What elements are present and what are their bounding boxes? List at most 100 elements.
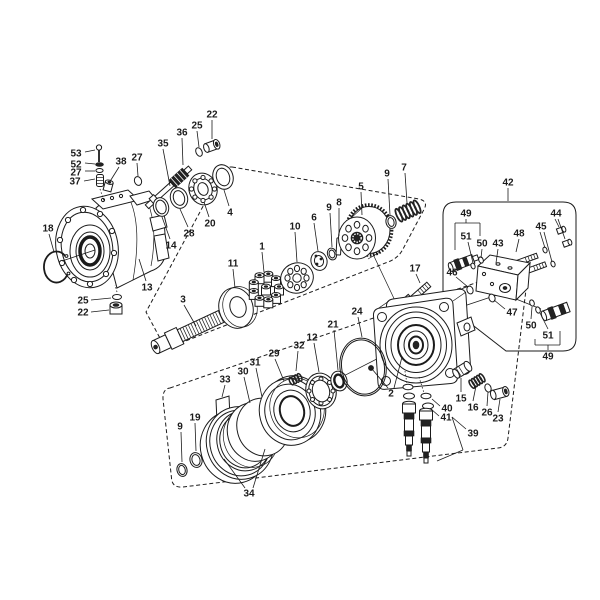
leader-line-25: [196, 130, 200, 148]
part-27-o-ring: [95, 168, 104, 173]
leader-line-51: [467, 241, 474, 264]
part-50-o-ring-b: [529, 299, 535, 307]
leader-line-40: [431, 398, 441, 407]
leader-line-3: [183, 304, 197, 327]
leader-line-5: [360, 191, 363, 216]
part-4-seal-ring: [212, 164, 234, 190]
leader-line-18: [48, 233, 55, 253]
part-callout-46: 46: [446, 268, 458, 279]
part-callout-1: 1: [259, 242, 265, 253]
part-callout-3: 3: [180, 295, 186, 306]
part-10-retainer-plate: [280, 262, 314, 294]
leader-line-11: [232, 268, 236, 289]
part-callout-25: 25: [191, 121, 203, 132]
part-callout-49: 49: [460, 209, 472, 220]
part-9-ring-c: [176, 463, 188, 477]
part-1-piston-set: [248, 270, 284, 309]
part-callout-37: 37: [69, 177, 81, 188]
part-39-relief-valve-right: [419, 407, 433, 464]
leader-line-44: [554, 218, 560, 228]
leader-line-9: [329, 212, 333, 248]
part-callout-10: 10: [289, 222, 301, 233]
part-39-relief-valve-left: [402, 400, 416, 457]
leader-line-19: [194, 422, 197, 452]
leader-line-43: [495, 248, 499, 264]
part-53-bolt: [95, 144, 103, 162]
dotted-install-lines: [99, 188, 425, 394]
part-52-washer: [95, 162, 104, 167]
part-callout-49: 49: [542, 352, 554, 363]
leader-line-39: [436, 449, 464, 462]
part-27-o-ring-b: [133, 176, 143, 186]
part-35-valve-rod: [144, 165, 193, 210]
part-44-plugs: [555, 225, 573, 248]
part-callout-51: 51: [542, 331, 554, 342]
part-43-valve-block: [475, 254, 532, 302]
part-9-ring-b: [385, 215, 397, 229]
leader-line-39: [451, 416, 464, 451]
part-callout-21: 21: [327, 320, 339, 331]
part-callout-53: 53: [70, 149, 82, 160]
leader-line-53: [84, 149, 96, 153]
part-callout-28: 28: [183, 229, 195, 240]
leader-line-33: [221, 384, 226, 398]
part-callout-2: 2: [388, 389, 394, 400]
leader-line-39: [451, 416, 467, 430]
leader-line-21: [333, 329, 339, 371]
leader-line-47: [493, 299, 506, 310]
part-15-plug: [452, 360, 473, 379]
part-37-spring: [96, 174, 104, 187]
part-callout-22: 22: [77, 308, 89, 319]
group-outline-rotating-group: [145, 166, 426, 349]
part-callout-27: 27: [131, 153, 143, 164]
leader-line-50: [480, 248, 483, 259]
leader-line-9: [180, 431, 183, 463]
leader-line-32: [295, 350, 299, 372]
part-callout-31: 31: [249, 358, 261, 369]
flange-bolt-holes: [56, 206, 118, 288]
part-29-brake-piston: [258, 375, 327, 446]
part-callout-35: 35: [157, 139, 169, 150]
part-47-o-ring: [488, 293, 496, 303]
part-7-spring: [394, 199, 422, 223]
part-28-ring: [169, 187, 189, 209]
part-callout-18: 18: [42, 224, 54, 235]
leader-line-41: [430, 408, 440, 417]
leader-line-26: [486, 391, 489, 407]
leader-line-13: [138, 258, 147, 282]
leader-line-6: [313, 222, 319, 252]
leader-line-17: [415, 273, 421, 284]
leader-line-12: [313, 342, 320, 373]
part-11-swash-plate: [218, 286, 258, 329]
part-14-ring: [152, 197, 170, 217]
part-23-plug: [489, 386, 510, 401]
leader-line-46: [455, 276, 469, 288]
leader-line-9: [387, 178, 391, 216]
part-callout-44: 44: [550, 209, 562, 220]
leader-line-18: [61, 249, 96, 262]
part-5-cylinder-barrel: [338, 203, 394, 260]
leader-line-16: [472, 385, 477, 402]
part-callout-43: 43: [492, 239, 504, 250]
leader-line-23: [497, 398, 501, 413]
leader-line-45: [543, 231, 553, 263]
leader-line-50: [530, 306, 533, 320]
part-callout-33: 33: [219, 375, 231, 386]
leader-line-2: [393, 356, 403, 389]
part-callout-50: 50: [525, 321, 537, 332]
part-19-ring: [189, 452, 203, 468]
part-callout-42: 42: [502, 178, 514, 189]
part-callout-16: 16: [467, 403, 479, 414]
part-callout-47: 47: [506, 308, 518, 319]
part-callout-34: 34: [243, 489, 255, 500]
part-50-o-ring-a: [478, 256, 484, 264]
part-callout-51: 51: [460, 232, 472, 243]
part-45-o-ring-1: [542, 246, 548, 254]
leader-line-27: [136, 162, 139, 177]
leader-line-48: [515, 238, 520, 253]
part-callout-15: 15: [455, 394, 467, 405]
leader-line-45: [539, 231, 546, 249]
part-callout-13: 13: [141, 283, 153, 294]
